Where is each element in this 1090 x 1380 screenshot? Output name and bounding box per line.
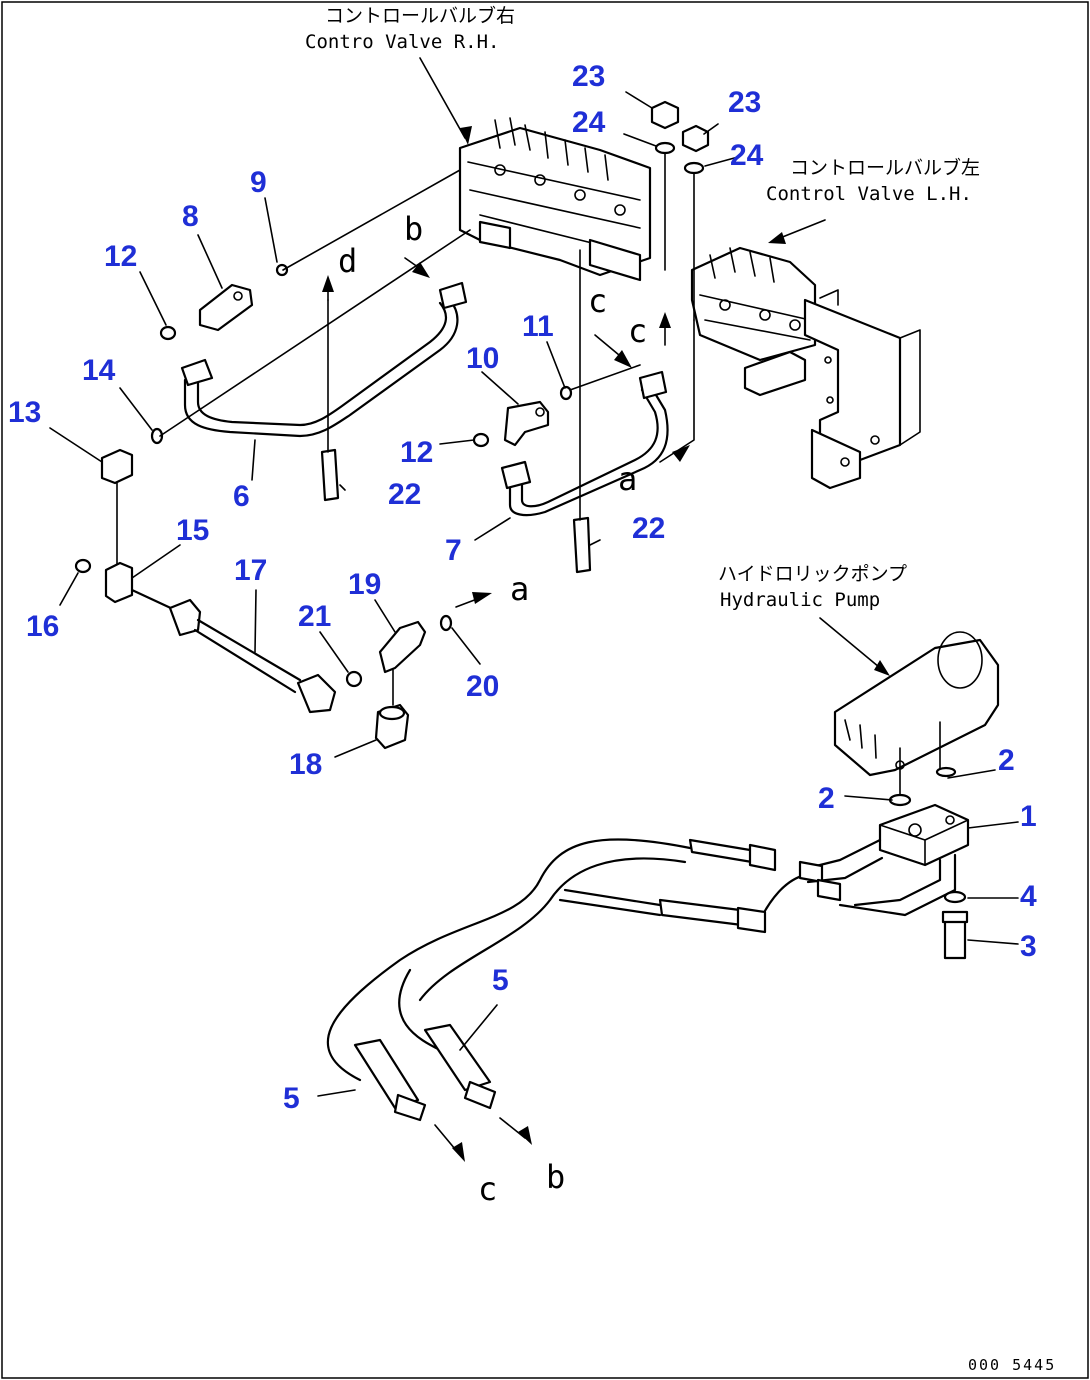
callout-16: 16 [26, 610, 59, 643]
control-valve-lh [690, 246, 817, 362]
callout-12-a: 12 [104, 240, 137, 273]
callout-24-a: 24 [572, 106, 606, 139]
callout-9: 9 [250, 166, 267, 199]
callout-11: 11 [522, 310, 554, 343]
callout-21: 21 [298, 600, 331, 633]
document-number: 000 5445 [968, 1356, 1056, 1374]
control-valve-rh-label-en: Contro Valve R.H. [305, 31, 499, 53]
callout-10: 10 [466, 342, 499, 375]
connection-letter-a-mid: a [618, 460, 637, 498]
hydraulic-pump [833, 631, 1000, 777]
callout-18: 18 [289, 748, 322, 781]
callout-23-a: 23 [572, 60, 605, 93]
callout-22-b: 22 [632, 512, 665, 545]
valve-mounting-frame [743, 289, 921, 490]
fitting-assembly [345, 614, 453, 750]
callout-5-a: 5 [492, 964, 509, 997]
callout-5-b: 5 [283, 1082, 300, 1115]
callout-7: 7 [445, 534, 462, 567]
callout-8: 8 [182, 200, 199, 233]
callout-6: 6 [233, 480, 250, 513]
pump-flange-pipes [326, 838, 957, 1082]
connection-arrows [322, 257, 695, 1162]
callout-20: 20 [466, 670, 499, 703]
control-valve-lh-label-jp: コントロールバルブ左 [790, 156, 980, 179]
callout-13: 13 [8, 396, 41, 429]
part-8-clamp [150, 169, 490, 448]
hydraulic-pump-label-en: Hydraulic Pump [720, 589, 880, 611]
callout-4: 4 [1020, 880, 1037, 913]
control-valve-rh [458, 117, 652, 282]
hydraulic-pump-label-jp: ハイドロリックポンプ [718, 563, 907, 585]
nuts-and-washers [650, 100, 710, 321]
connection-letter-d: d [338, 242, 357, 280]
hose-fittings [353, 838, 842, 1122]
callout-23-b: 23 [728, 86, 761, 119]
part-22-hoses [320, 249, 592, 574]
callout-2-b: 2 [818, 782, 835, 815]
connection-letter-c-top-1: c [588, 282, 607, 320]
callout-leaders [49, 91, 1019, 1097]
callout-1: 1 [1020, 800, 1037, 833]
part-1-flange [878, 803, 970, 867]
callout-3: 3 [1020, 930, 1037, 963]
part-6-tube [180, 281, 468, 438]
control-valve-rh-label-jp: コントロールバルブ右 [325, 4, 515, 27]
pump-bolts [888, 721, 969, 960]
callout-15: 15 [176, 514, 209, 547]
callout-12-b: 12 [400, 436, 433, 469]
connection-letter-c-bottom: c [478, 1170, 497, 1208]
callout-19: 19 [348, 568, 381, 601]
callout-14: 14 [82, 354, 116, 387]
callout-17: 17 [234, 554, 267, 587]
connection-letter-b-top: b [404, 210, 423, 248]
part-10-connector [503, 364, 641, 447]
control-valve-lh-label-en: Control Valve L.H. [766, 183, 972, 205]
connection-letter-c-top-2: c [628, 312, 647, 350]
connection-letter-a-top: a [510, 570, 529, 608]
callout-2-a: 2 [998, 744, 1015, 777]
part-7-tube [500, 370, 669, 517]
callout-22-a: 22 [388, 478, 421, 511]
connection-letter-b-bottom: b [546, 1158, 565, 1196]
callout-24-b: 24 [730, 139, 764, 172]
sensor-assembly [74, 448, 337, 714]
label-leaders [419, 57, 890, 676]
